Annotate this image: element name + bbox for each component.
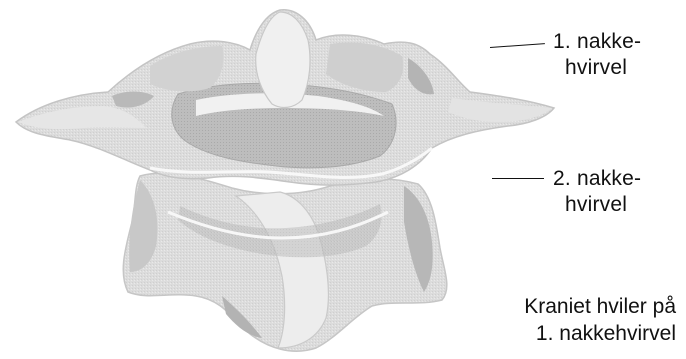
atlas-label-line1: 1. nakke- xyxy=(553,29,641,55)
axis-label-line1: 2. nakke- xyxy=(553,166,641,192)
axis-vertebra xyxy=(123,173,447,351)
atlas-label-line2: hvirvel xyxy=(553,55,641,81)
axis-label-line2: hvirvel xyxy=(553,192,641,218)
axis-leader-line xyxy=(492,178,544,179)
axis-label: 2. nakke- hvirvel xyxy=(553,166,641,218)
atlas-vertebra xyxy=(16,10,554,185)
caption-line2: 1. nakkehvirvel xyxy=(524,320,676,347)
atlas-left-superior-facet xyxy=(150,46,224,91)
caption: Kraniet hviler på 1. nakkehvirvel xyxy=(524,293,676,347)
caption-line1: Kraniet hviler på xyxy=(524,293,676,320)
atlas-label: 1. nakke- hvirvel xyxy=(553,29,641,81)
